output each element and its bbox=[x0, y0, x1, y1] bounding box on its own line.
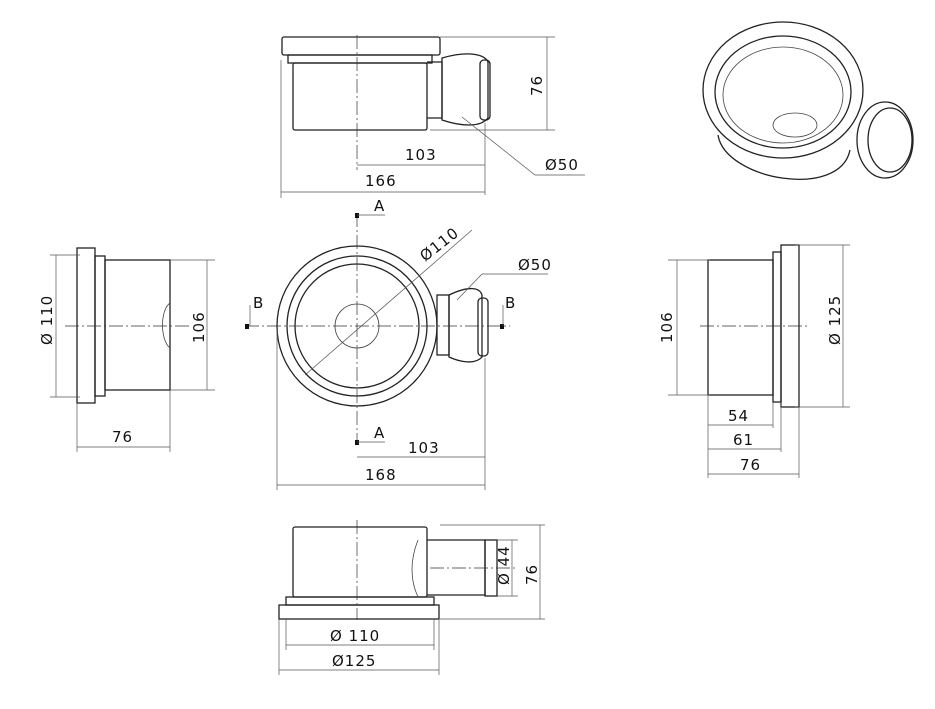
section-a-top-label: A bbox=[374, 197, 385, 215]
bottom-outer-diameter-label: Ø125 bbox=[332, 652, 376, 670]
right-view: 106 Ø 125 54 61 76 bbox=[658, 244, 850, 478]
right-diameter-label: Ø 125 bbox=[826, 295, 844, 345]
section-a-bottom-label: A bbox=[374, 424, 385, 442]
left-diameter-label: Ø 110 bbox=[38, 295, 56, 345]
top-offset-label: 103 bbox=[405, 146, 437, 164]
bottom-outlet-label: Ø 44 bbox=[495, 545, 513, 585]
right-height-label: 106 bbox=[658, 311, 676, 343]
side-elevation-view: 76 103 166 Ø50 bbox=[280, 35, 585, 198]
bottom-inner-diameter-label: Ø 110 bbox=[330, 627, 380, 645]
left-depth-label: 76 bbox=[112, 428, 133, 446]
isometric-view bbox=[702, 21, 914, 180]
plan-outlet-label: Ø50 bbox=[518, 256, 552, 274]
bottom-view: Ø 44 76 Ø 110 Ø125 bbox=[278, 520, 545, 675]
top-length-label: 166 bbox=[365, 172, 397, 190]
right-d2-label: 61 bbox=[733, 431, 754, 449]
top-outlet-label: Ø50 bbox=[545, 156, 579, 174]
bottom-height-label: 76 bbox=[523, 564, 541, 585]
section-b-right-label: B bbox=[505, 294, 516, 312]
left-height-label: 106 bbox=[190, 311, 208, 343]
plan-length-label: 168 bbox=[365, 466, 397, 484]
top-height-label: 76 bbox=[528, 75, 546, 96]
left-view: Ø 110 106 76 bbox=[38, 247, 215, 452]
right-d1-label: 54 bbox=[728, 407, 749, 425]
plan-view: A A B B Ø110 Ø50 103 168 bbox=[245, 197, 552, 490]
section-b-left-label: B bbox=[253, 294, 264, 312]
right-d3-label: 76 bbox=[740, 456, 761, 474]
plan-offset-label: 103 bbox=[408, 439, 440, 457]
